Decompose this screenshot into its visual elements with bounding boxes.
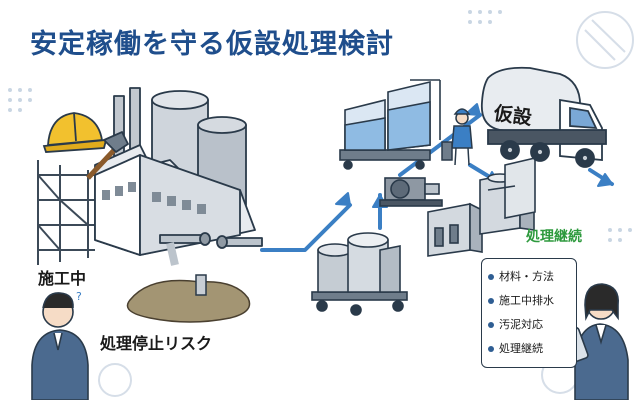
continue-label: 処理継続 xyxy=(526,229,582,245)
tank-truck-icon xyxy=(480,66,607,168)
storage-tank-icon xyxy=(311,232,408,316)
risk-label: 処理停止リスク xyxy=(100,334,213,353)
hard-hat-icon xyxy=(42,112,108,153)
bullet-icon xyxy=(488,346,494,352)
operator-icon xyxy=(441,108,473,166)
checklist-item: 汚泥対応 xyxy=(488,313,572,337)
leak-puddle xyxy=(126,274,251,323)
background-decoration xyxy=(8,10,632,242)
bullet-icon xyxy=(488,274,494,280)
hammer-icon xyxy=(86,130,130,180)
checklist-item: 施工中排水 xyxy=(488,289,572,313)
treatment-unit-icon xyxy=(339,79,441,170)
bullet-icon xyxy=(488,298,494,304)
svg-text:?: ? xyxy=(76,290,82,303)
factory-icon xyxy=(37,87,263,266)
page-title: 安定稼働を守る仮設処理検討 xyxy=(30,29,394,60)
checklist-panel: 材料・方法 施工中排水 汚泥対応 処理継続 xyxy=(481,258,577,368)
checklist-item-label: 施工中排水 xyxy=(499,294,554,307)
checklist-item-label: 処理継続 xyxy=(499,342,543,355)
worker-icon: ? xyxy=(31,290,89,400)
tank-truck-label: 仮設 xyxy=(492,102,534,130)
pump-icon xyxy=(379,177,443,207)
checklist-item-label: 材料・方法 xyxy=(499,270,554,283)
checklist: 材料・方法 施工中排水 汚泥対応 処理継続 xyxy=(488,265,572,361)
checklist-item: 材料・方法 xyxy=(488,265,572,289)
filter-unit-icon xyxy=(427,156,536,257)
checklist-item: 処理継続 xyxy=(488,337,572,361)
presenter-icon xyxy=(555,283,629,400)
bullet-icon xyxy=(488,322,494,328)
construction-label: 施工中 xyxy=(38,269,87,288)
checklist-item-label: 汚泥対応 xyxy=(499,318,543,331)
